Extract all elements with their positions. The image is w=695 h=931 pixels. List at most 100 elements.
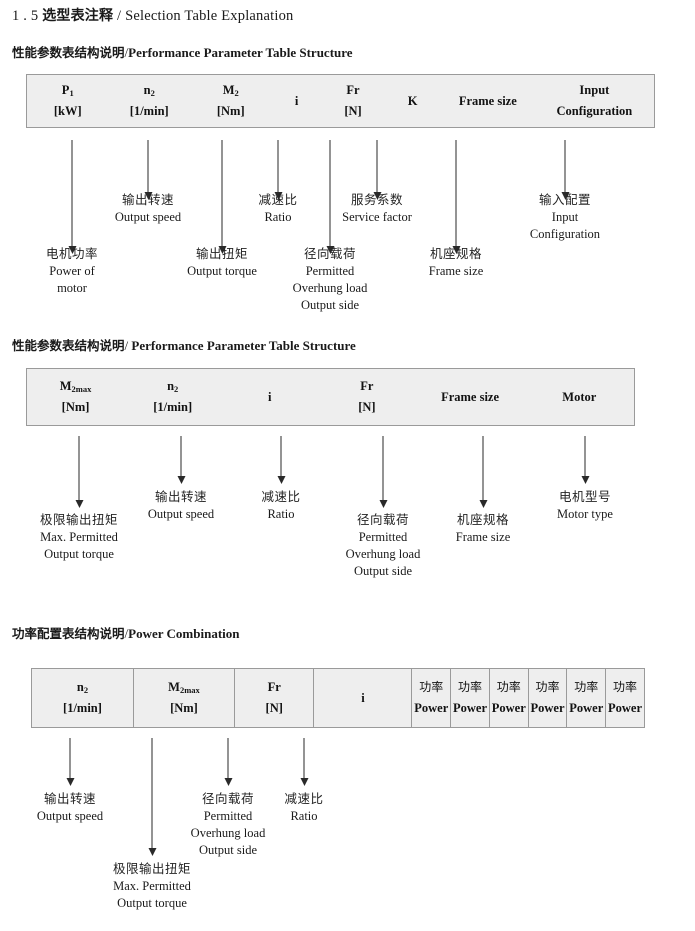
header-symbol: M2max [59,379,92,395]
table-header-cell: M2max[Nm] [132,669,234,727]
table-header-cell: Fr[N] [318,369,415,425]
table-header-cell: Fr[N] [233,669,314,727]
annotation-label-en: Configuration [529,226,601,241]
annotation-ratio: 减速比 Ratio [258,192,297,226]
annotation-label-en: Output torque [187,263,257,278]
page-title-cn: 选型表注释 [42,8,114,24]
arrow-to-power-of-motor [67,140,78,254]
table-header-cell: i [272,75,322,127]
arrow-to-permitted-overhung-load-3 [223,738,234,786]
table-header-cell: i [313,669,411,727]
annotation-label-en: Frame size [428,263,484,278]
section-heading-2-cn: 性能参数表结构说明 [12,338,125,353]
performance-parameter-table-1: P1 [kW] n2[1/min]M2[Nm]i Fr [N] K Frame size In… [26,74,655,128]
header-symbol: 功率 [458,680,483,695]
section-heading-3-cn: 功率配置表结构说明 [12,626,125,641]
annotation-label-cn: 径向载荷 [303,246,357,261]
header-symbol: Motor [562,389,597,404]
annotation-label-en: Output side [199,842,257,857]
annotation-label-cn: 减速比 [284,791,324,806]
annotation-label-en: motor [57,280,87,295]
header-unit: Configuration [556,104,633,118]
arrow-to-ratio-2 [276,436,287,484]
header-symbol: 功率 [535,680,560,695]
annotation-label-cn: 服务系数 [350,192,404,207]
arrow-to-output-torque [217,140,228,254]
section-heading-2-en: Performance Parameter Table Structure [131,338,356,353]
table-header-cell: n2[1/min] [109,75,191,127]
header-symbol: Fr [267,680,281,695]
annotation-label-cn: 输出转速 [154,489,207,504]
annotation-label-en: Permitted [203,808,253,823]
arrow-to-output-speed [143,140,154,200]
section-heading-1-en: Performance Parameter Table Structure [128,45,353,60]
table-header-cell: M2max[Nm] [27,369,124,425]
section-heading-3: 功率配置表结构说明/Power Combination [12,623,240,642]
annotation-label-en: Max. Permitted [40,529,118,544]
header-symbol: Frame size [458,93,517,108]
table-header-cell: n2[1/min] [124,369,221,425]
annotation-label-en: Output side [354,563,412,578]
table-header-cell: P1 [kW] [27,75,109,127]
table-header-cell: Frame size [415,369,524,425]
header-symbol: 功率 [574,680,599,695]
annotation-label-cn: 极限输出扭矩 [39,512,119,527]
header-symbol: K [407,93,418,108]
annotation-label-cn: 机座规格 [429,246,482,261]
annotation-label-cn: 径向载荷 [356,512,410,527]
header-symbol: Fr [346,83,360,98]
header-symbol: n2 [76,680,89,696]
annotation-ratio-3: 减速比 Ratio [284,791,323,825]
annotation-label-en: Ratio [290,808,318,823]
section-heading-3-sep: / [124,626,129,641]
header-symbol: 功率 [419,680,444,695]
header-symbol: P1 [61,83,74,99]
annotation-label-en: Output speed [36,808,104,823]
header-unit: [kW] [53,104,82,118]
annotation-label-en: Max. Permitted [113,878,191,893]
table-header-cell: M2[Nm] [190,75,272,127]
annotation-label-en: Overhung load [292,280,368,295]
annotation-label-cn: 输出转速 [121,192,174,207]
header-symbol: Fr [360,379,374,394]
annotation-label-en: Output side [301,297,359,312]
section-heading-1-sep: / [124,45,129,60]
annotation-output-speed-2: 输出转速 Output speed [148,489,214,523]
annotation-label-en: Permitted [305,263,355,278]
header-unit: [Nm] [216,104,245,118]
arrow-to-ratio-3 [299,738,310,786]
header-symbol: i [268,389,272,404]
header-unit: [N] [344,104,362,118]
header-unit: [1/min] [153,400,193,414]
arrow-to-ratio [273,140,284,200]
arrow-to-max-permitted-output-torque-3 [147,738,158,856]
annotation-label-cn: 输出转速 [43,791,96,806]
header-unit: Power [491,701,526,716]
header-unit: Power [530,701,565,716]
annotation-label-cn: 减速比 [258,192,298,207]
arrow-to-frame-size [451,140,462,254]
annotation-label-en: Output speed [147,506,215,521]
annotation-label-en: Frame size [455,529,511,544]
page-title: 1 . 5 选型表注释 / Selection Table Explanatio… [12,5,294,25]
annotation-label-en: Ratio [264,209,292,224]
table-header-cell: 功率 Power [450,669,489,727]
header-symbol: Input [579,83,610,98]
header-unit: Power [453,701,488,716]
annotation-label-en: Input [551,209,579,224]
arrow-to-permitted-overhung-load [325,140,336,254]
arrow-to-output-speed-3 [65,738,76,786]
annotation-label-en: Power of [49,263,95,278]
annotation-label-en: Overhung load [345,546,421,561]
performance-parameter-table-2: M2max[Nm]n2[1/min] i Fr[N]Frame size Motor [26,368,635,426]
arrow-to-output-speed-2 [176,436,187,484]
